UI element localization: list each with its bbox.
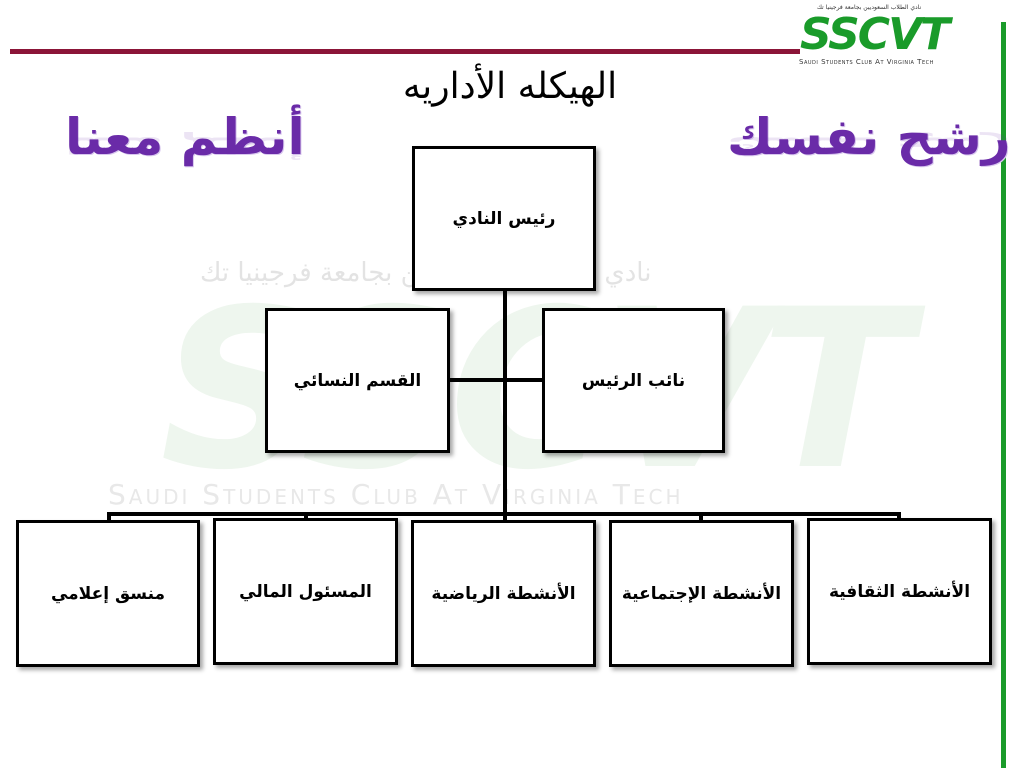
org-node-womens-section: القسم النسائي [265,308,450,453]
right-divider-line [1001,22,1006,768]
slogan-left: أنظم معنا [65,108,305,166]
org-node-cultural-activities-label: الأنشطة الثقافية [828,581,971,602]
org-node-womens-section-label: القسم النسائي [293,370,422,391]
connector-root-trunk [503,288,507,516]
logo-mark: SSCVT [800,9,950,60]
org-node-cultural-activities: الأنشطة الثقافية [807,518,992,665]
logo-english-caption: Saudi Students Club At Virginia Tech [799,58,934,66]
org-node-root-label: رئيس النادي [452,208,556,229]
slide-title: الهيكله الأداريه [402,66,618,107]
org-node-sports-activities-label: الأنشطة الرياضية [431,583,576,604]
connector-drop-3 [503,512,507,522]
org-node-vice-president: نائب الرئيس [542,308,725,453]
org-node-social-activities-label: الأنشطة الإجتماعية [621,583,782,604]
slogan-right: رشح نفسك [727,108,1011,166]
logo-arabic-caption: نادي الطلاب السعوديين بجامعة فرجينيا تك [817,4,922,11]
org-node-social-activities: الأنشطة الإجتماعية [609,520,794,667]
org-node-root: رئيس النادي [412,146,596,291]
org-node-media-coordinator: منسق إعلامي [16,520,200,667]
slogan-right-reflection: رشح نفسك [727,131,1011,158]
connector-drop-4 [699,512,703,522]
club-logo: نادي الطلاب السعوديين بجامعة فرجينيا تك … [795,4,1015,68]
org-node-vice-president-label: نائب الرئيس [581,370,686,391]
connector-drop-1 [107,512,111,522]
top-divider-line [10,49,800,54]
org-node-sports-activities: الأنشطة الرياضية [411,520,596,667]
slogan-left-reflection: أنظم معنا [65,131,305,158]
connector-drop-2 [304,512,308,522]
watermark-english: Saudi Students Club At Virginia Tech [108,478,684,511]
connector-drop-5 [897,512,901,522]
connector-second-level-bar [449,378,545,382]
org-node-treasurer: المسئول المالي [213,518,398,665]
org-node-media-coordinator-label: منسق إعلامي [50,583,166,604]
org-node-treasurer-label: المسئول المالي [239,581,372,602]
